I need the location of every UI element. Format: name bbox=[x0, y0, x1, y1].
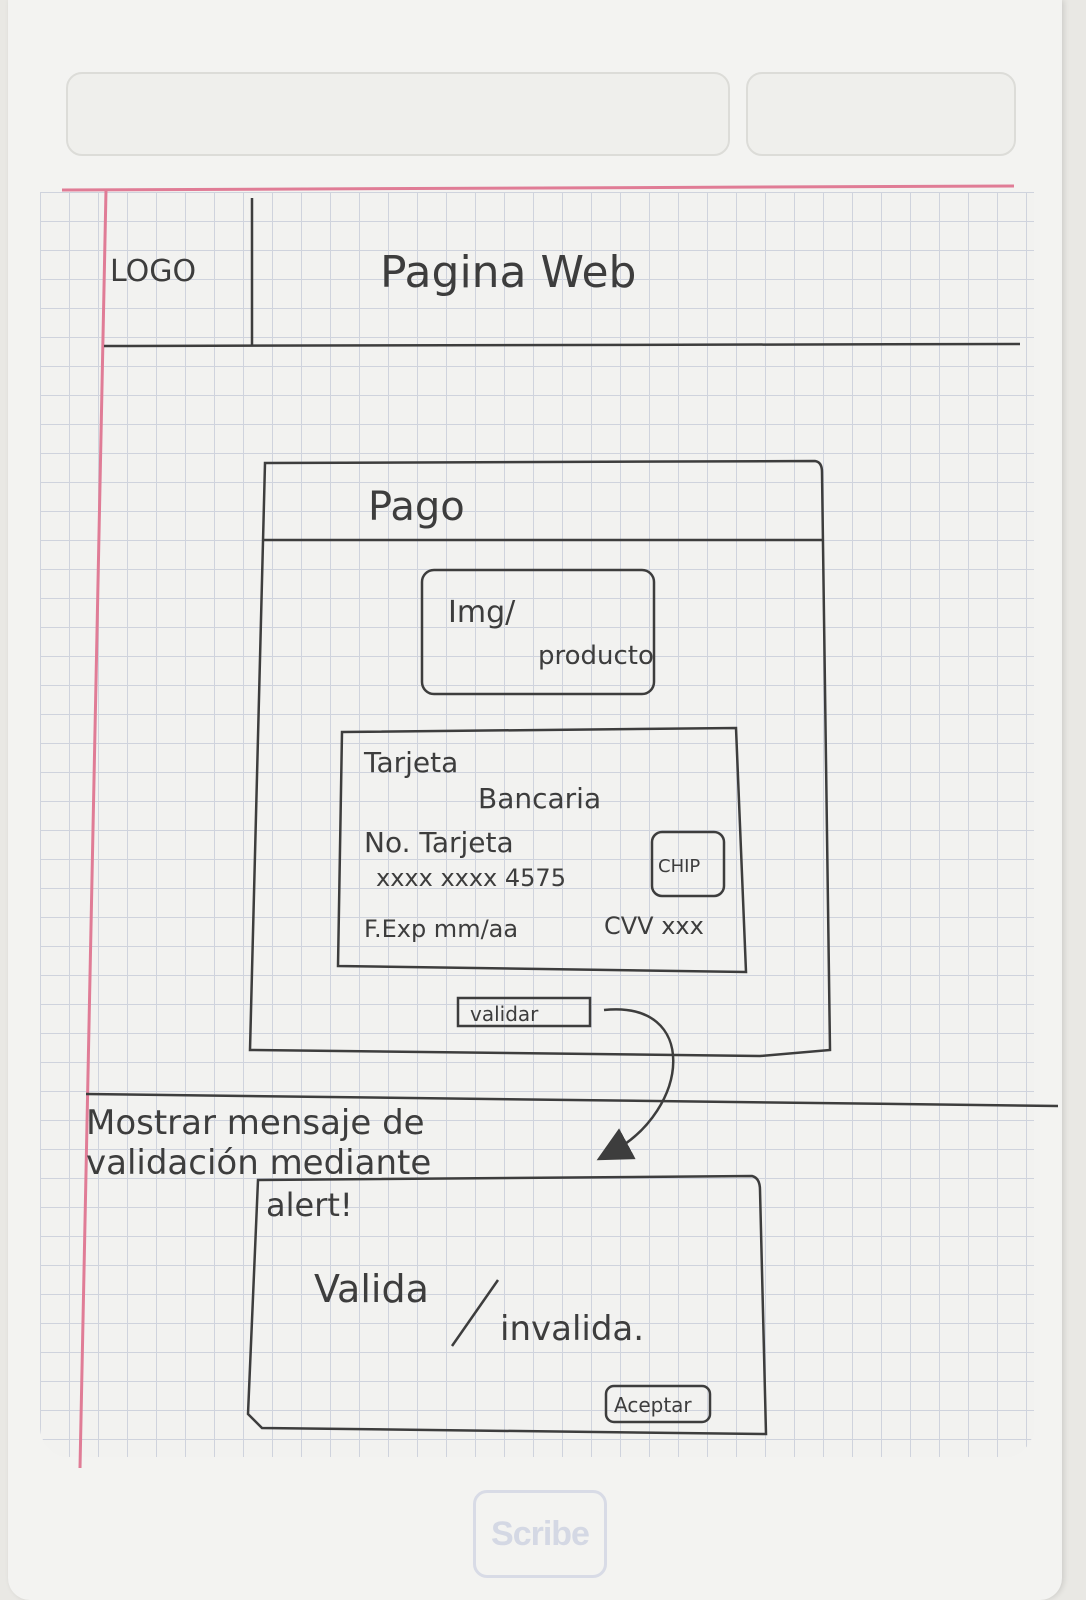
card-cvv: CVV xxx bbox=[604, 912, 704, 940]
section-divider bbox=[85, 1092, 1059, 1108]
bank-card bbox=[336, 726, 748, 974]
alert-box bbox=[246, 1174, 768, 1436]
header-field-left bbox=[66, 72, 730, 156]
card-title-line1: Tarjeta bbox=[363, 746, 458, 779]
alert-slash bbox=[450, 1279, 500, 1347]
validate-button[interactable]: validar bbox=[456, 996, 592, 1028]
card-title-line2: Bancaria bbox=[478, 782, 601, 815]
alert-valid-text: Valida bbox=[314, 1267, 429, 1311]
page-title: Pagina Web bbox=[380, 247, 636, 298]
card-chip bbox=[650, 830, 726, 898]
left-margin-line bbox=[78, 189, 108, 1469]
annotation-line2: validación mediante bbox=[86, 1143, 431, 1183]
product-image-placeholder bbox=[420, 568, 656, 696]
image-placeholder-line2: producto bbox=[538, 641, 654, 671]
scribe-logo: Scribe bbox=[473, 1490, 607, 1578]
payment-title: Pago bbox=[368, 484, 465, 530]
validate-button-label: validar bbox=[470, 1002, 539, 1026]
card-number-label: No. Tarjeta bbox=[364, 826, 514, 859]
scribe-logo-text: Scribe bbox=[491, 1514, 590, 1553]
header-bottom-line bbox=[103, 342, 1021, 348]
accept-button[interactable]: Aceptar bbox=[604, 1384, 712, 1424]
card-expiry: F.Exp mm/aa bbox=[364, 915, 518, 943]
payment-panel-frame bbox=[248, 459, 832, 1058]
grid-paper bbox=[40, 192, 1034, 1457]
top-margin-line bbox=[61, 184, 1015, 192]
alert-invalid-text: invalida. bbox=[500, 1309, 644, 1349]
card-chip-label: CHIP bbox=[658, 856, 700, 877]
header-field-right bbox=[746, 72, 1016, 156]
annotation-line3: alert! bbox=[266, 1186, 353, 1224]
image-placeholder-line1: Img/ bbox=[448, 595, 516, 630]
accept-button-label: Aceptar bbox=[614, 1393, 692, 1417]
flow-arrow bbox=[596, 1008, 675, 1161]
logo-label: LOGO bbox=[110, 254, 196, 289]
annotation-line1: Mostrar mensaje de bbox=[86, 1103, 425, 1143]
card-number-value: xxxx xxxx 4575 bbox=[376, 864, 566, 892]
